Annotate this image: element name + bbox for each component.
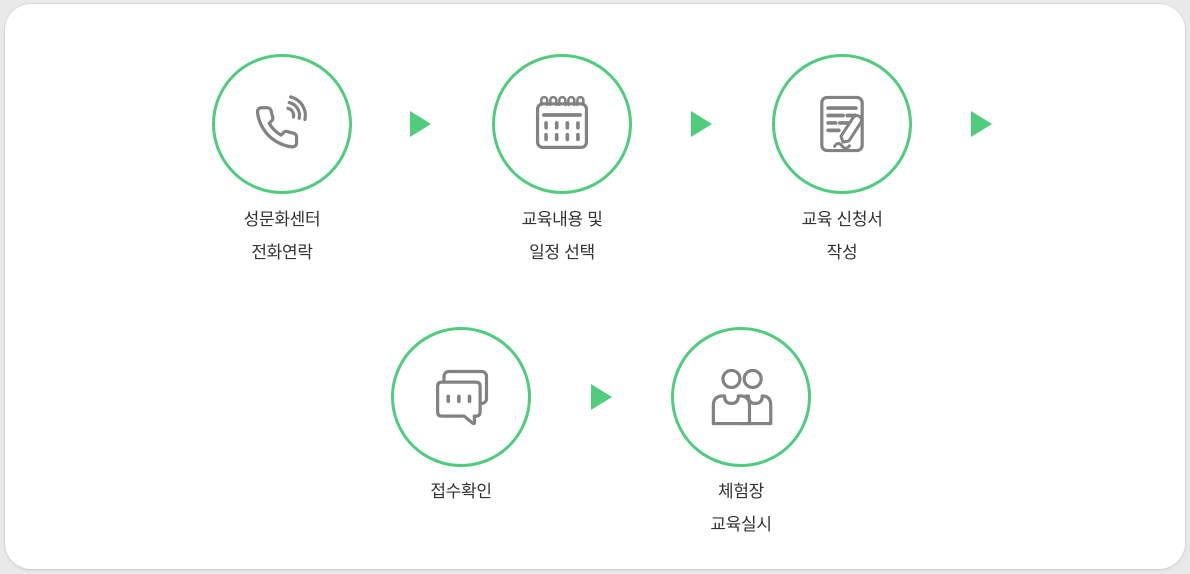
- step-label-2-line1: 교육내용 및: [521, 210, 603, 229]
- step-label-1: 성문화센터 전화연락: [152, 203, 412, 269]
- step-label-3-line1: 교육 신청서: [801, 210, 883, 229]
- step-label-2: 교육내용 및 일정 선택: [432, 203, 692, 269]
- step-circle-application: [772, 54, 912, 194]
- flow-arrow-2: [691, 111, 712, 137]
- step-label-5: 체험장 교육실시: [611, 475, 871, 541]
- step-label-1-line2: 전화연락: [251, 243, 313, 262]
- calendar-icon: [535, 95, 589, 149]
- flow-arrow-1: [410, 111, 431, 137]
- step-label-2-line2: 일정 선택: [529, 243, 595, 262]
- step-label-5-line2: 교육실시: [710, 515, 772, 534]
- step-label-4: 접수확인: [331, 475, 591, 508]
- chat-bubbles-icon: [436, 369, 489, 426]
- step-label-1-line1: 성문화센터: [243, 210, 321, 229]
- step-label-3: 교육 신청서 작성: [712, 203, 972, 269]
- phone-icon: [255, 95, 307, 149]
- step-circle-calendar: [492, 54, 632, 194]
- step-circle-confirmation: [391, 327, 531, 467]
- document-pen-icon: [820, 95, 864, 153]
- step-circle-phone: [212, 54, 352, 194]
- process-card: 성문화센터 전화연락 교육내용 및 일정 선택: [5, 4, 1185, 569]
- step-label-4-line1: 접수확인: [430, 482, 492, 501]
- people-icon: [711, 368, 773, 426]
- step-label-5-line1: 체험장: [717, 482, 765, 501]
- flow-arrow-3: [971, 111, 992, 137]
- step-label-3-line2: 작성: [826, 243, 858, 262]
- step-circle-training: [671, 327, 811, 467]
- flow-arrow-4: [591, 384, 612, 410]
